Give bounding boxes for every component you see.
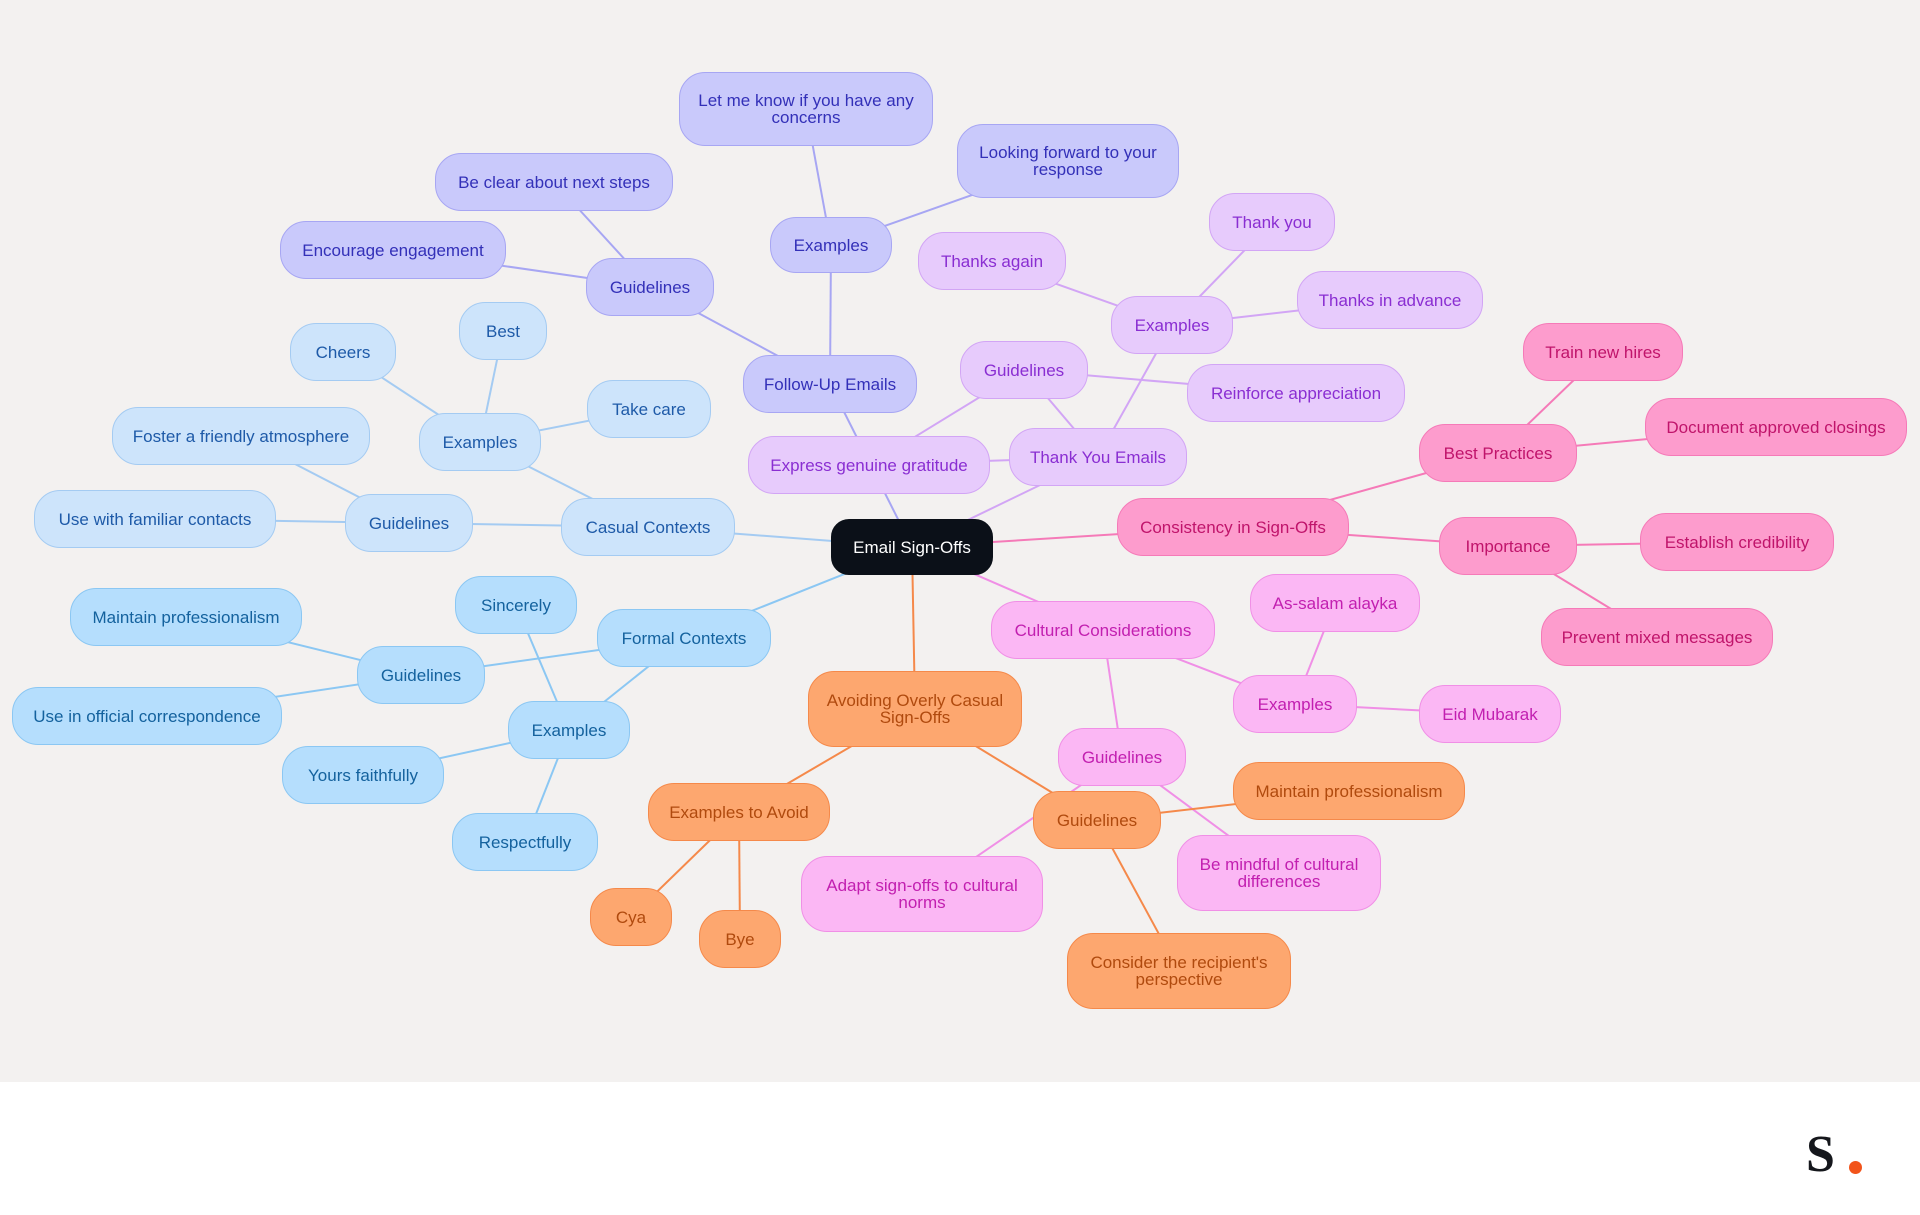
casual-guideline-friendly[interactable]: Foster a friendly atmosphere <box>112 407 370 465</box>
branch-cultural-considerations[interactable]: Cultural Considerations <box>991 601 1215 659</box>
avoid-example-cya[interactable]: Cya <box>590 888 672 946</box>
avoid-guideline-perspective[interactable]: Consider the recipient's perspective <box>1067 933 1291 1009</box>
casual-guidelines[interactable]: Guidelines <box>345 494 473 552</box>
branch-casual-contexts[interactable]: Casual Contexts <box>561 498 735 556</box>
consistency-importance-credibility[interactable]: Establish credibility <box>1640 513 1834 571</box>
mindmap-canvas: Email Sign-Offs Follow-Up Emails Example… <box>0 0 1920 1082</box>
thanks-example-thanks-again[interactable]: Thanks again <box>918 232 1066 290</box>
consistency-best-practices[interactable]: Best Practices <box>1419 424 1577 482</box>
branch-consistency[interactable]: Consistency in Sign-Offs <box>1117 498 1349 556</box>
follow-up-guideline-next-steps[interactable]: Be clear about next steps <box>435 153 673 211</box>
formal-example-sincerely[interactable]: Sincerely <box>455 576 577 634</box>
consistency-importance-mixed[interactable]: Prevent mixed messages <box>1541 608 1773 666</box>
brand-logo: S <box>1806 1129 1866 1181</box>
thanks-example-thanks-in-advance[interactable]: Thanks in advance <box>1297 271 1483 329</box>
branch-thank-you-emails[interactable]: Thank You Emails <box>1009 428 1187 486</box>
formal-example-yours-faithfully[interactable]: Yours faithfully <box>282 746 444 804</box>
branch-avoiding-casual[interactable]: Avoiding Overly Casual Sign-Offs <box>808 671 1022 747</box>
casual-example-take-care[interactable]: Take care <box>587 380 711 438</box>
thanks-examples[interactable]: Examples <box>1111 296 1233 354</box>
consistency-practice-train[interactable]: Train new hires <box>1523 323 1683 381</box>
formal-examples[interactable]: Examples <box>508 701 630 759</box>
casual-examples[interactable]: Examples <box>419 413 541 471</box>
formal-guideline-official[interactable]: Use in official correspondence <box>12 687 282 745</box>
formal-example-respectfully[interactable]: Respectfully <box>452 813 598 871</box>
formal-guideline-professionalism[interactable]: Maintain professionalism <box>70 588 302 646</box>
follow-up-example-response[interactable]: Looking forward to your response <box>957 124 1179 198</box>
branch-follow-up-emails[interactable]: Follow-Up Emails <box>743 355 917 413</box>
casual-example-best[interactable]: Best <box>459 302 547 360</box>
cultural-examples[interactable]: Examples <box>1233 675 1357 733</box>
thanks-express-gratitude[interactable]: Express genuine gratitude <box>748 436 990 494</box>
branch-formal-contexts[interactable]: Formal Contexts <box>597 609 771 667</box>
cultural-guideline-adapt[interactable]: Adapt sign-offs to cultural norms <box>801 856 1043 932</box>
follow-up-example-concerns[interactable]: Let me know if you have any concerns <box>679 72 933 146</box>
formal-guidelines[interactable]: Guidelines <box>357 646 485 704</box>
avoid-guidelines[interactable]: Guidelines <box>1033 791 1161 849</box>
brand-logo-dot <box>1849 1161 1862 1174</box>
thanks-example-thank-you[interactable]: Thank you <box>1209 193 1335 251</box>
avoid-guideline-professionalism[interactable]: Maintain professionalism <box>1233 762 1465 820</box>
casual-example-cheers[interactable]: Cheers <box>290 323 396 381</box>
avoid-example-bye[interactable]: Bye <box>699 910 781 968</box>
consistency-importance[interactable]: Importance <box>1439 517 1577 575</box>
follow-up-guideline-engagement[interactable]: Encourage engagement <box>280 221 506 279</box>
thanks-guideline-appreciation[interactable]: Reinforce appreciation <box>1187 364 1405 422</box>
follow-up-examples[interactable]: Examples <box>770 217 892 273</box>
brand-logo-letter: S <box>1806 1126 1835 1183</box>
consistency-practice-document[interactable]: Document approved closings <box>1645 398 1907 456</box>
avoid-examples[interactable]: Examples to Avoid <box>648 783 830 841</box>
cultural-guidelines[interactable]: Guidelines <box>1058 728 1186 786</box>
thanks-guidelines[interactable]: Guidelines <box>960 341 1088 399</box>
cultural-guideline-mindful[interactable]: Be mindful of cultural differences <box>1177 835 1381 911</box>
casual-guideline-familiar[interactable]: Use with familiar contacts <box>34 490 276 548</box>
root-node[interactable]: Email Sign-Offs <box>831 519 993 575</box>
cultural-example-eid[interactable]: Eid Mubarak <box>1419 685 1561 743</box>
follow-up-guidelines[interactable]: Guidelines <box>586 258 714 316</box>
cultural-example-salam[interactable]: As-salam alayka <box>1250 574 1420 632</box>
